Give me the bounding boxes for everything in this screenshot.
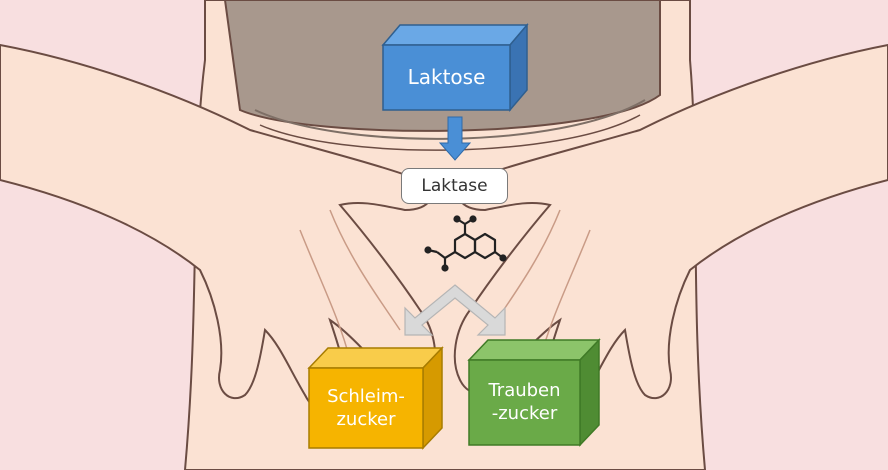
substrate-label: Laktose (383, 65, 510, 90)
product-label-traubenzucker: Trauben -zucker (469, 380, 580, 425)
product-label-schleimzucker: Schleim- zucker (309, 386, 423, 431)
product-label-line: Schleim- (309, 386, 423, 409)
enzyme-label: Laktase (401, 168, 508, 204)
product-label-line: Trauben (469, 380, 580, 403)
product-label-line: -zucker (469, 403, 580, 426)
product-label-line: zucker (309, 409, 423, 432)
